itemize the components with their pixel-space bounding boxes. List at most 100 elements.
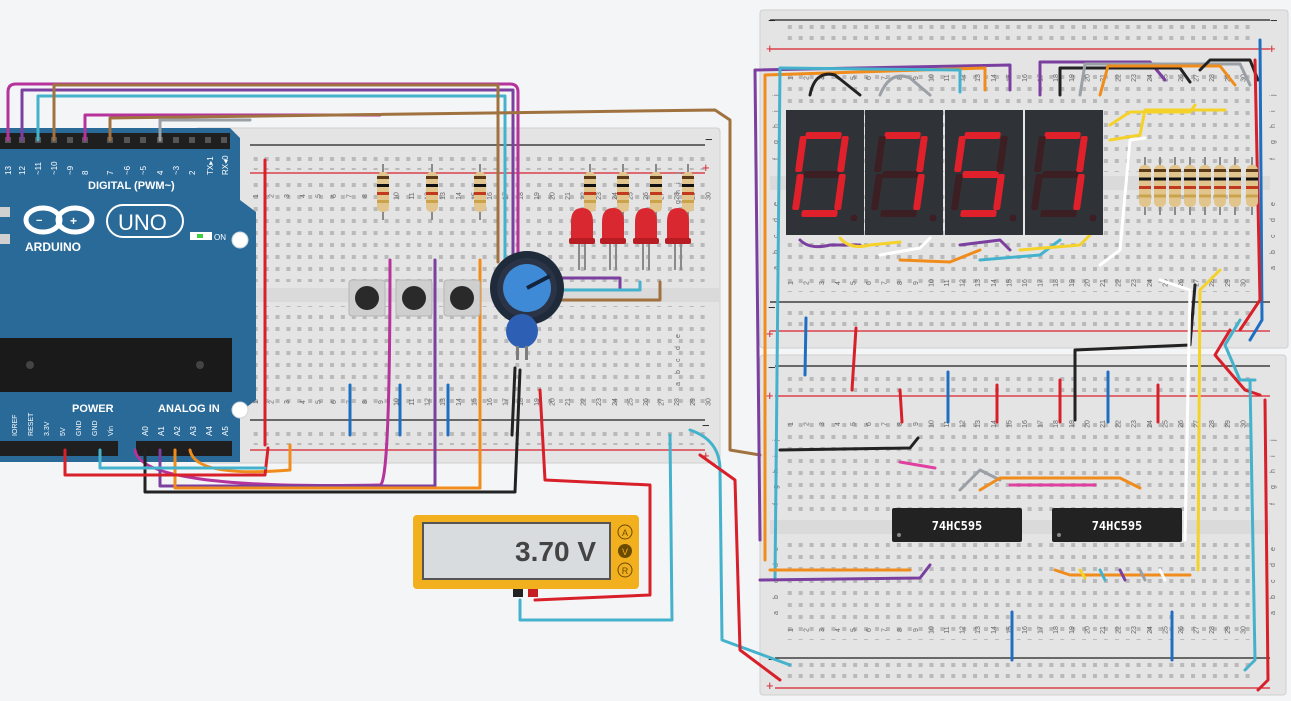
resistor[interactable] xyxy=(1229,157,1241,215)
seven-segment-digit xyxy=(865,110,943,235)
svg-text:−: − xyxy=(768,13,776,28)
row-label: d xyxy=(1270,218,1277,222)
multimeter-display xyxy=(422,522,611,580)
svg-text:ON: ON xyxy=(214,233,226,242)
resistor[interactable] xyxy=(1184,157,1196,215)
resistor[interactable] xyxy=(1139,157,1151,215)
column-label: 10 xyxy=(393,398,400,406)
row-label: a xyxy=(773,611,780,615)
led-red[interactable] xyxy=(665,208,691,270)
probe-positive[interactable] xyxy=(528,589,538,597)
column-label: 6 xyxy=(866,281,873,285)
column-label: 26 xyxy=(1178,420,1185,428)
column-label: 2 xyxy=(269,400,276,404)
header-analog xyxy=(136,441,232,456)
column-label: 16 xyxy=(1022,626,1029,634)
capacitor[interactable] xyxy=(506,314,538,360)
column-label: 30 xyxy=(705,192,712,200)
column-label: 7 xyxy=(882,628,889,632)
row-label: c xyxy=(773,234,780,238)
row-label: e xyxy=(675,334,682,338)
row-label: a xyxy=(1270,266,1277,270)
column-label: 21 xyxy=(1100,279,1107,287)
column-label: 26 xyxy=(1178,626,1185,634)
svg-text:+: + xyxy=(766,678,774,693)
leds[interactable] xyxy=(569,208,691,270)
column-label: 26 xyxy=(643,398,650,406)
row-label: b xyxy=(675,370,682,374)
row-label: g xyxy=(1270,485,1277,489)
resistor[interactable] xyxy=(617,164,629,220)
column-label: 22 xyxy=(1116,74,1123,82)
column-label: 6 xyxy=(331,194,338,198)
column-label: 25 xyxy=(1162,626,1169,634)
column-label: 1 xyxy=(253,194,260,198)
column-label: 22 xyxy=(581,398,588,406)
pin-label: A0 xyxy=(141,426,150,436)
arduino-logo: − + xyxy=(23,205,95,235)
breadboard-bottom-right[interactable] xyxy=(759,354,1287,696)
column-label: 3 xyxy=(819,628,826,632)
resistors[interactable] xyxy=(377,164,694,220)
push-button[interactable] xyxy=(395,279,433,317)
resistor[interactable] xyxy=(1199,157,1211,215)
column-label: 11 xyxy=(944,279,951,286)
row-label: g xyxy=(675,200,682,204)
column-label: 10 xyxy=(393,192,400,200)
resistor[interactable] xyxy=(474,164,486,220)
column-label: 21 xyxy=(1100,626,1107,634)
column-label: 3 xyxy=(819,76,826,80)
svg-text:+: + xyxy=(766,388,774,403)
column-label: 13 xyxy=(975,420,982,428)
resistor-array[interactable] xyxy=(1139,157,1258,215)
column-label: 23 xyxy=(1131,626,1138,634)
row-label: f xyxy=(1270,158,1277,160)
column-label: 1 xyxy=(253,400,260,404)
svg-text:−: − xyxy=(768,360,776,375)
potentiometer[interactable] xyxy=(490,251,564,325)
mode-ohmmeter-button[interactable]: R xyxy=(617,562,633,578)
push-button[interactable] xyxy=(348,279,386,317)
svg-text:+: + xyxy=(702,160,710,175)
row-label: d xyxy=(675,346,682,350)
column-label: 2 xyxy=(269,194,276,198)
resistor[interactable] xyxy=(1169,157,1181,215)
column-label: 29 xyxy=(690,398,697,406)
resistor[interactable] xyxy=(682,164,694,220)
column-label: 17 xyxy=(1038,420,1045,428)
shift-register-1[interactable]: 74HC595 xyxy=(892,508,1022,542)
column-label: 4 xyxy=(300,194,307,198)
multimeter[interactable]: 3.70 V A V R xyxy=(413,515,639,597)
column-label: 24 xyxy=(1147,74,1154,82)
probe-com[interactable] xyxy=(513,589,523,597)
resistor[interactable] xyxy=(1214,157,1226,215)
push-button[interactable] xyxy=(443,279,481,317)
column-label: 18 xyxy=(1053,74,1060,82)
shift-register-2[interactable]: 74HC595 xyxy=(1052,508,1182,542)
resistor[interactable] xyxy=(377,164,389,220)
column-label: 5 xyxy=(850,422,857,426)
wires[interactable] xyxy=(6,38,1270,692)
led-red[interactable] xyxy=(569,208,595,270)
resistor[interactable] xyxy=(584,164,596,220)
mode-voltmeter-button[interactable]: V xyxy=(618,544,632,558)
push-buttons[interactable] xyxy=(348,279,481,317)
column-label: 21 xyxy=(1100,420,1107,428)
column-label: 13 xyxy=(440,398,447,406)
led-red[interactable] xyxy=(633,208,659,270)
resistor[interactable] xyxy=(1154,157,1166,215)
seven-segment-display[interactable] xyxy=(786,110,1103,235)
resistor[interactable] xyxy=(650,164,662,220)
row-label: e xyxy=(1270,202,1277,206)
mode-ammeter-button[interactable]: A xyxy=(617,524,633,540)
column-label: 20 xyxy=(549,398,556,406)
column-label: 29 xyxy=(1225,626,1232,634)
resistor[interactable] xyxy=(426,164,438,220)
row-label: f xyxy=(1270,503,1277,505)
svg-text:ANALOG IN: ANALOG IN xyxy=(158,403,220,415)
resistor[interactable] xyxy=(1246,157,1258,215)
column-label: 26 xyxy=(1178,74,1185,82)
led-red[interactable] xyxy=(600,208,626,270)
row-label: c xyxy=(1270,234,1277,238)
